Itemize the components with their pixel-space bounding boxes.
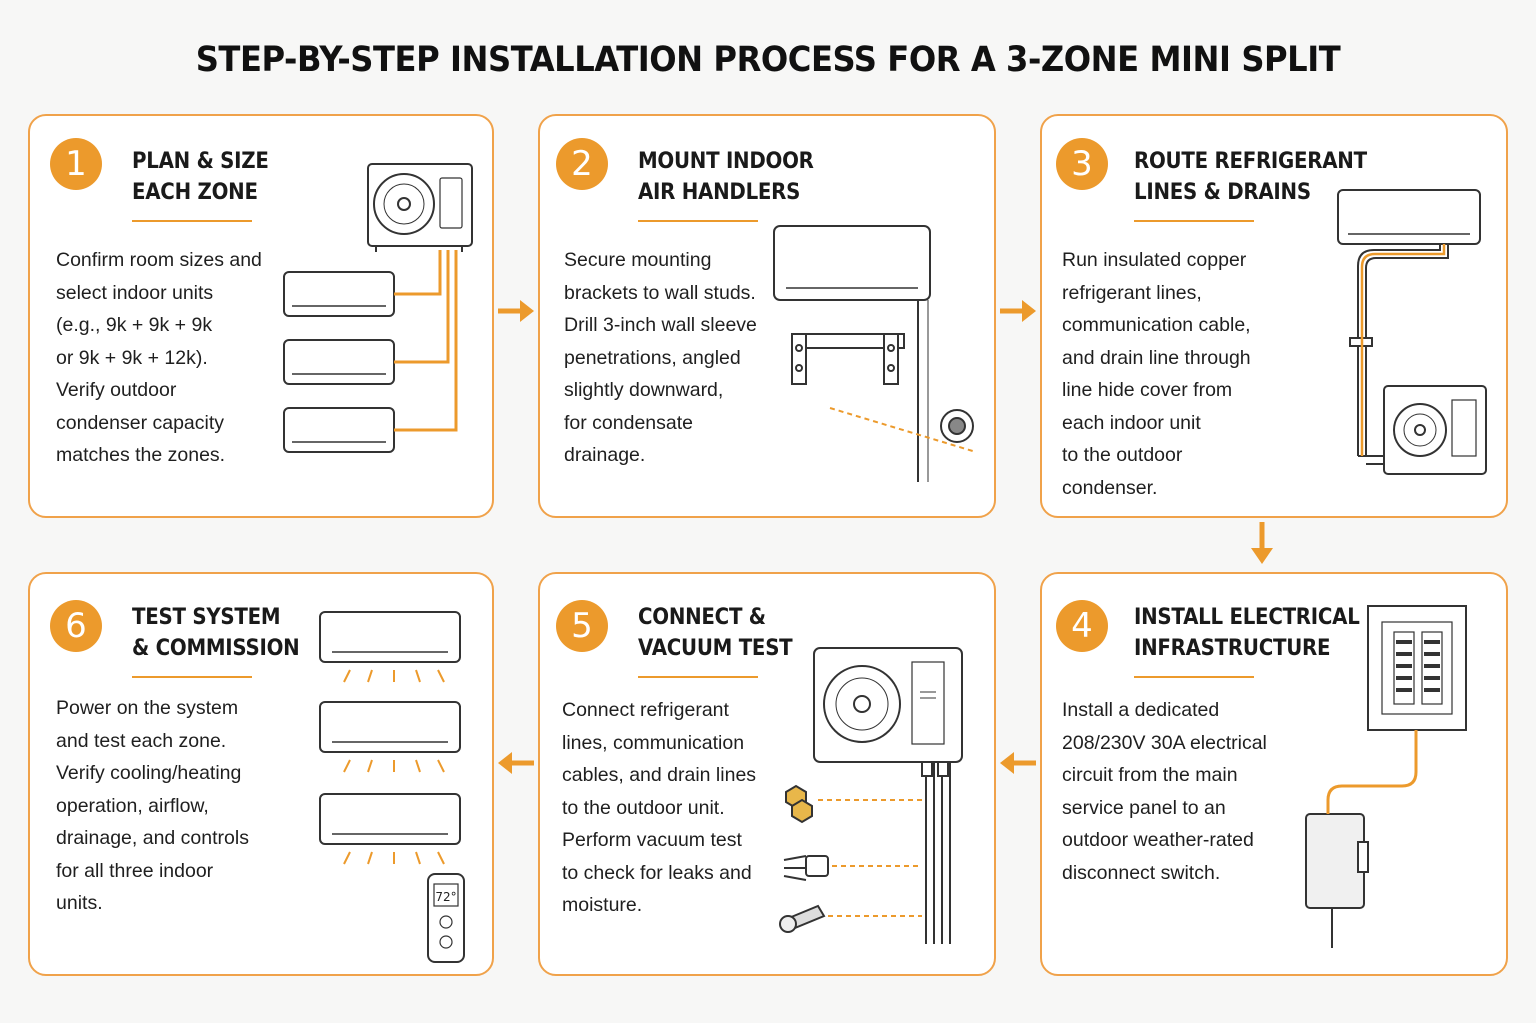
step-card-6: 6 TEST SYSTEM & COMMISSION Power on the … bbox=[28, 572, 494, 976]
step-description: Run insulated copper refrigerant lines, … bbox=[1062, 249, 1251, 499]
step-number-badge: 5 bbox=[556, 600, 608, 652]
arrow-right-icon bbox=[1000, 300, 1036, 322]
outdoor-unit-with-fittings-icon bbox=[779, 647, 963, 944]
step-description: Install a dedicated 208/230V 30A electri… bbox=[1062, 699, 1267, 884]
step-card-2: 2 MOUNT INDOOR AIR HANDLERS Secure mount… bbox=[538, 114, 996, 518]
step-card-3: 3 ROUTE REFRIGERANT LINES & DRAINS Run i… bbox=[1040, 114, 1508, 518]
line-set-from-indoor-to-outdoor-icon bbox=[1337, 189, 1487, 475]
arrow-left-icon bbox=[1000, 752, 1036, 774]
step-card-5: 5 CONNECT & VACUUM TEST Connect refriger… bbox=[538, 572, 996, 976]
step-description: Confirm room sizes and select indoor uni… bbox=[56, 249, 262, 466]
step-heading: ROUTE REFRIGERANT LINES & DRAINS bbox=[1134, 149, 1367, 205]
step-heading: PLAN & SIZE EACH ZONE bbox=[132, 149, 269, 205]
step-number-badge: 2 bbox=[556, 138, 608, 190]
arrow-left-icon bbox=[498, 752, 534, 774]
step-description: Connect refrigerant lines, communication… bbox=[562, 699, 757, 916]
outdoor-unit-with-three-indoor-units-icon bbox=[283, 163, 473, 453]
heading-underline bbox=[132, 676, 252, 678]
step-heading: INSTALL ELECTRICAL INFRASTRUCTURE bbox=[1134, 605, 1360, 661]
heading-underline bbox=[638, 676, 758, 678]
remote-temperature-display: 72° bbox=[435, 890, 456, 904]
step-description: Power on the system and test each zone. … bbox=[56, 697, 249, 914]
step-number-badge: 3 bbox=[1056, 138, 1108, 190]
step-number-badge: 4 bbox=[1056, 600, 1108, 652]
arrow-right-icon bbox=[498, 300, 534, 322]
step-heading: MOUNT INDOOR AIR HANDLERS bbox=[638, 149, 814, 205]
step-number-badge: 1 bbox=[50, 138, 102, 190]
step-heading: CONNECT & VACUUM TEST bbox=[638, 605, 793, 661]
wall-mounted-unit-bracket-and-sleeve-icon bbox=[773, 225, 977, 482]
step-card-1: 1 PLAN & SIZE EACH ZONE Confirm room siz… bbox=[28, 114, 494, 518]
step-description: Secure mounting brackets to wall studs. … bbox=[564, 249, 757, 466]
heading-underline bbox=[132, 220, 252, 222]
step-number-badge: 6 bbox=[50, 600, 102, 652]
breaker-panel-and-disconnect-icon bbox=[1305, 605, 1467, 948]
three-indoor-units-and-remote-icon: 72° bbox=[319, 611, 465, 963]
step-heading: TEST SYSTEM & COMMISSION bbox=[132, 605, 300, 661]
step-card-4: 4 INSTALL ELECTRICAL INFRASTRUCTURE Inst… bbox=[1040, 572, 1508, 976]
page-title: STEP-BY-STEP INSTALLATION PROCESS FOR A … bbox=[195, 40, 1341, 80]
arrow-down-icon bbox=[1251, 522, 1273, 564]
heading-underline bbox=[1134, 676, 1254, 678]
heading-underline bbox=[638, 220, 758, 222]
heading-underline bbox=[1134, 220, 1254, 222]
